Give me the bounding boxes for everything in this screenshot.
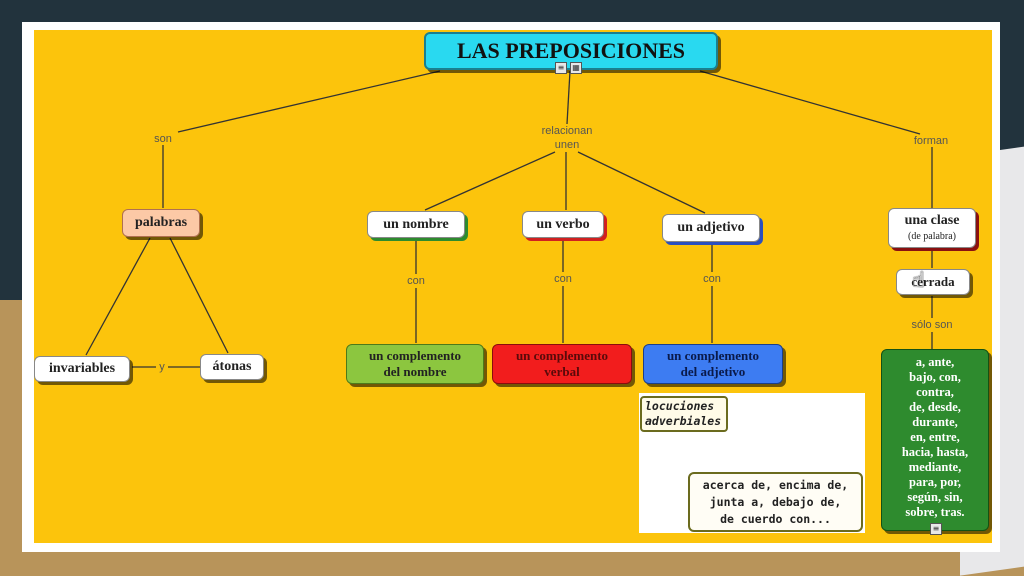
node-locuciones-adverbiales: locuciones adverbiales: [640, 396, 728, 432]
node-invariables: invariables: [34, 356, 130, 382]
node-un-nombre: un nombre: [367, 211, 465, 238]
lista-item: sobre, tras.: [905, 505, 965, 519]
link-solo-son: sólo son: [911, 319, 953, 331]
document-icon[interactable]: ▦: [570, 62, 582, 74]
hand-cursor-icon: ☝: [912, 268, 926, 293]
link-con-adjetivo: con: [703, 273, 721, 285]
node-complemento-nombre: un complemento del nombre: [346, 344, 484, 384]
lista-item: contra,: [916, 385, 954, 399]
lista-item: mediante,: [908, 460, 962, 474]
node-atonas: átonas: [200, 354, 264, 380]
node-ejemplos-locuciones: acerca de, encima de, junta a, debajo de…: [688, 472, 863, 532]
node-un-verbo: un verbo: [522, 211, 604, 238]
link-y: y: [159, 361, 165, 373]
link-relacionan: relacionan: [541, 125, 593, 137]
node-una-clase: una clase (de palabra): [888, 208, 976, 248]
document-icon[interactable]: ≡: [555, 62, 567, 74]
node-complemento-adjetivo: un complemento del adjetivo: [643, 344, 783, 384]
document-icon[interactable]: ≡: [930, 523, 942, 535]
lista-item: durante,: [912, 415, 958, 429]
lista-item: hacia, hasta,: [901, 445, 969, 459]
lista-item: bajo, con,: [909, 370, 961, 384]
link-con-nombre: con: [407, 275, 425, 287]
node-un-adjetivo: un adjetivo: [662, 214, 760, 242]
link-son: son: [154, 133, 172, 145]
link-con-verbo: con: [554, 273, 572, 285]
lista-item: para, por,: [909, 475, 961, 489]
lista-item: en, entre,: [910, 430, 960, 444]
link-unen: unen: [554, 139, 580, 151]
lista-item: a, ante,: [915, 355, 955, 369]
node-lista-preposiciones: a, ante,bajo, con,contra,de, desde,duran…: [881, 349, 989, 531]
node-complemento-verbal: un complemento verbal: [492, 344, 632, 384]
lista-item: según, sin,: [907, 490, 963, 504]
node-palabras: palabras: [122, 209, 200, 237]
link-forman: forman: [913, 135, 949, 147]
lista-item: de, desde,: [909, 400, 961, 414]
node-cerrada: cerrada: [896, 269, 970, 295]
